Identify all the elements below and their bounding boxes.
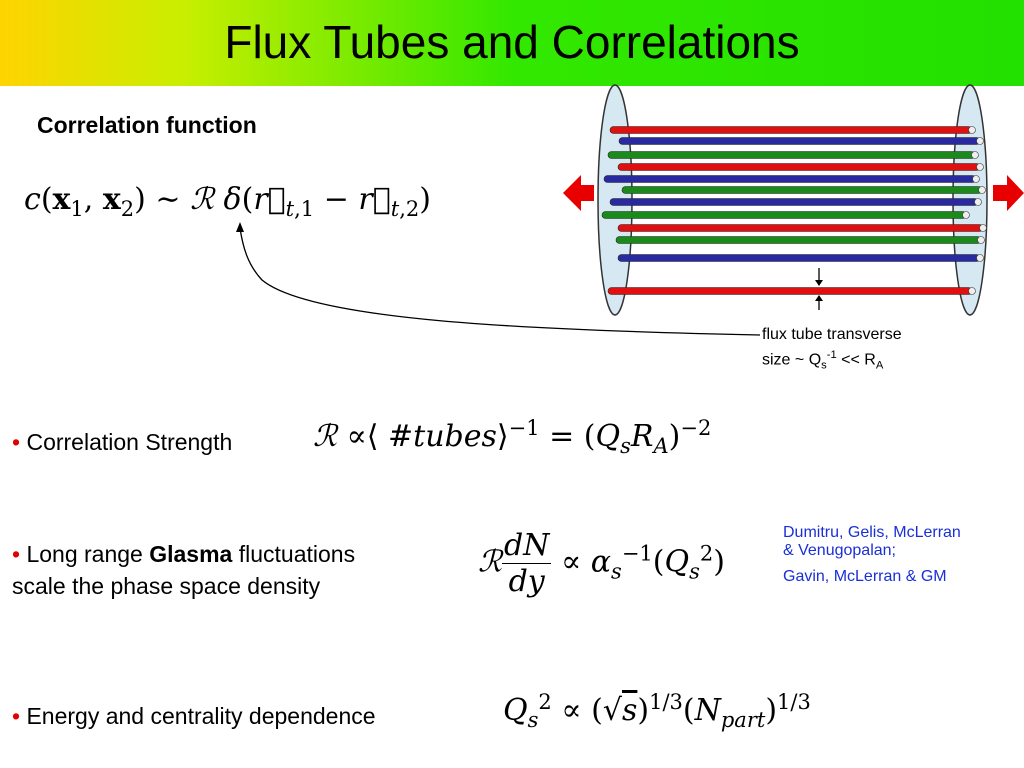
flux-tube-end — [962, 211, 970, 219]
section-heading: Correlation function — [37, 112, 257, 138]
flux-tube — [621, 186, 983, 194]
flux-tube-end — [976, 254, 984, 262]
flux-tube — [609, 198, 979, 206]
flux-tube-end — [972, 175, 980, 183]
flux-tube-end — [971, 151, 979, 159]
flux-tube-diagram — [236, 84, 1024, 336]
bullet-energy-centrality: • Energy and centrality dependence — [12, 703, 376, 729]
left-arrow-icon — [563, 175, 594, 211]
flux-tube-end — [976, 137, 984, 145]
flux-tubes — [601, 126, 987, 295]
flux-tube — [609, 126, 973, 134]
title-bar — [0, 0, 1024, 86]
flux-tube — [617, 224, 984, 232]
strength-equation: ℛ ∝⟨ #tubes⟩−1 = (QsRA)−2 — [313, 416, 712, 458]
flux-tube-end — [968, 126, 976, 134]
bullet-glasma: • Long range Glasma fluctuations scale t… — [12, 541, 356, 599]
page-title: Flux Tubes and Correlations — [224, 16, 800, 68]
flux-tube-end — [976, 163, 984, 171]
energy-equation: Qs2 ∝ (√s)1/3(Npart)1/3 — [503, 690, 811, 732]
flux-tube — [601, 211, 967, 219]
flux-tube-end — [978, 186, 986, 194]
flux-tube — [617, 163, 981, 171]
flux-tube-end — [979, 224, 987, 232]
flux-tube — [603, 175, 977, 183]
flux-tube — [607, 287, 973, 295]
flux-tube-end — [974, 198, 982, 206]
bullet-correlation-strength: • Correlation Strength — [12, 429, 233, 455]
flux-tube — [617, 254, 981, 262]
flux-tube — [607, 151, 976, 159]
flux-tube-end — [977, 236, 985, 244]
references: Dumitru, Gelis, McLerran & Venugopalan; … — [783, 524, 961, 585]
flux-tube — [618, 137, 981, 145]
flux-tube — [615, 236, 982, 244]
flux-tube-end — [968, 287, 976, 295]
correlation-function-equation: c(x1, x2) ∼ ℛ δ(r⃗t,1 − r⃗t,2) — [24, 182, 431, 221]
flux-tube-annotation: flux tube transverse size ~ Qs-1 << RA — [762, 326, 902, 372]
right-arrow-icon — [993, 175, 1024, 211]
